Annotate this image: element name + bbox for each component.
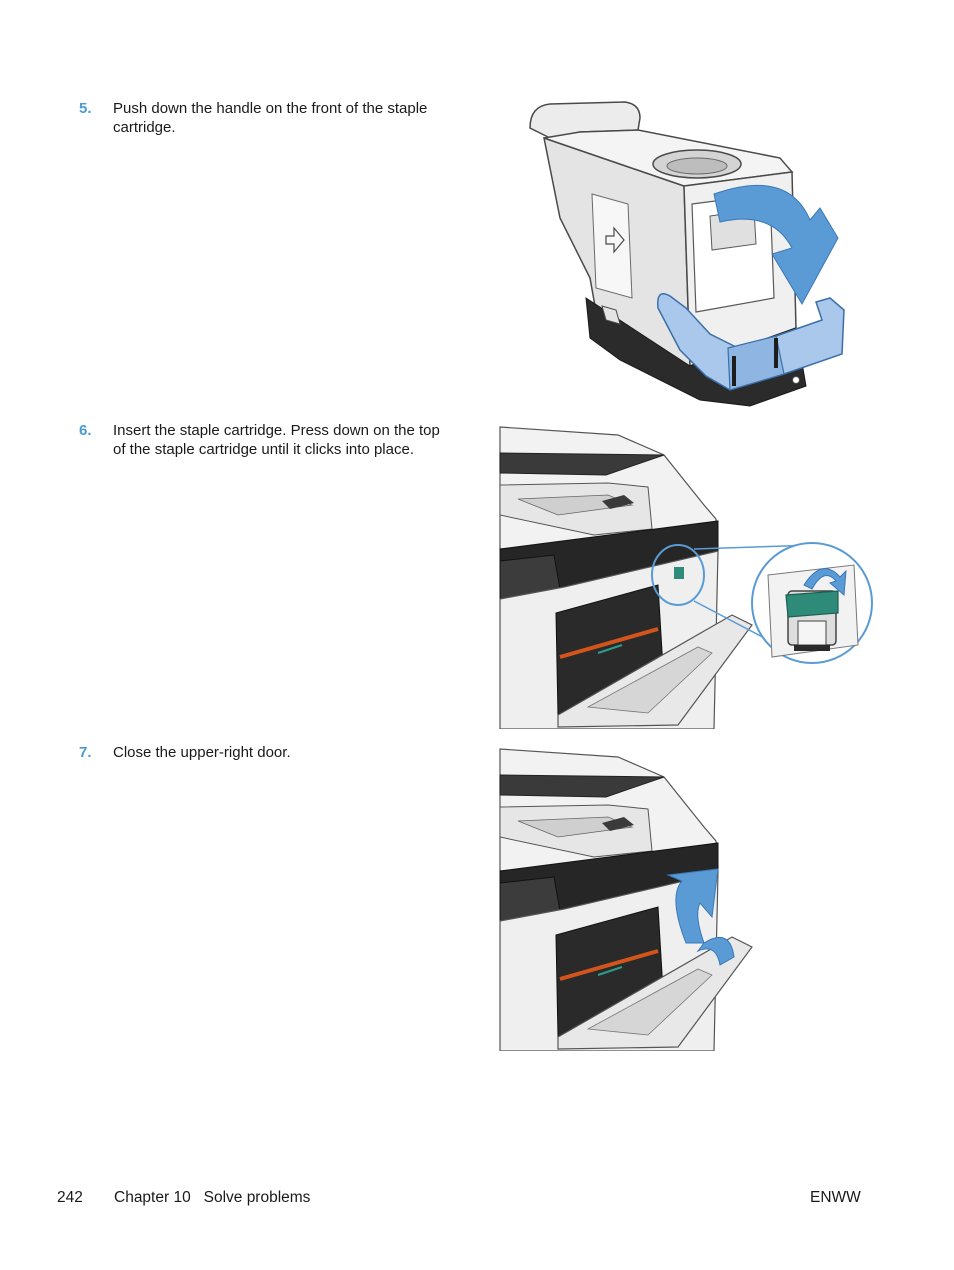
page-number: 242: [57, 1189, 83, 1206]
step-text: Close the upper-right door.: [113, 744, 291, 761]
step-number: 6.: [79, 422, 92, 439]
step-text: Insert the staple cartridge. Press down …: [113, 422, 440, 458]
step-6: 6. Insert the staple cartridge. Press do…: [79, 422, 449, 459]
document-code: ENWW: [810, 1189, 861, 1206]
insert-arrow-icon: [803, 568, 847, 597]
step-text: Push down the handle on the front of the…: [113, 100, 428, 136]
printer-close-door-illustration: [499, 748, 753, 1051]
step-number: 5.: [79, 100, 92, 117]
step-number: 7.: [79, 744, 92, 761]
printer-insert-cartridge-illustration: [499, 426, 873, 729]
staple-cartridge-illustration: [529, 101, 845, 407]
staple-cartridge-green-icon: [785, 590, 839, 618]
step-5: 5. Push down the handle on the front of …: [79, 100, 449, 137]
push-down-arrow-icon: [713, 184, 839, 306]
chapter-title: Chapter 10 Solve problems: [114, 1189, 311, 1206]
step-7: 7. Close the upper-right door.: [79, 744, 449, 763]
close-door-arrow-icon: [666, 868, 719, 944]
